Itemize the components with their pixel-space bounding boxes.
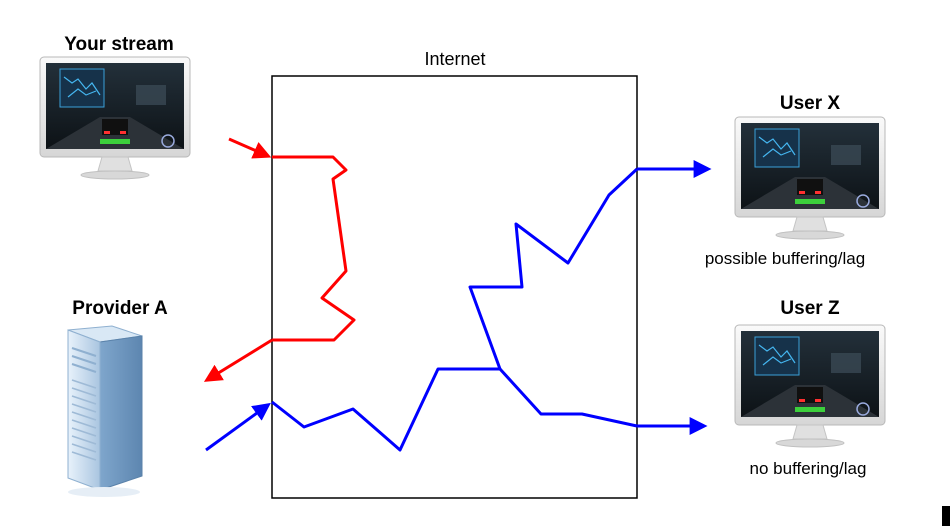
internet-label: Internet bbox=[424, 49, 486, 69]
delivery-route-branch-line bbox=[468, 167, 639, 370]
user-z-label: User Z bbox=[780, 298, 840, 319]
user-x-label: User X bbox=[779, 93, 841, 114]
provider-outgoing-arrow bbox=[205, 402, 271, 452]
edge-artifact bbox=[942, 506, 950, 526]
your-stream-label: Your stream bbox=[64, 34, 174, 55]
provider-a-server-icon bbox=[67, 325, 143, 497]
to-provider-arrow bbox=[203, 338, 273, 382]
user-z-monitor-icon bbox=[734, 324, 886, 448]
upload-route-line bbox=[272, 155, 356, 342]
provider-a-label: Provider A bbox=[72, 298, 168, 319]
user-z-caption: no buffering/lag bbox=[749, 459, 867, 478]
user-x-caption: possible buffering/lag bbox=[704, 249, 866, 268]
your-stream-monitor-icon bbox=[39, 56, 191, 180]
delivery-route-main-line bbox=[271, 367, 638, 452]
user-x-monitor-icon bbox=[734, 116, 886, 240]
internet-box bbox=[271, 75, 638, 499]
incoming-stream-arrow bbox=[228, 137, 272, 159]
